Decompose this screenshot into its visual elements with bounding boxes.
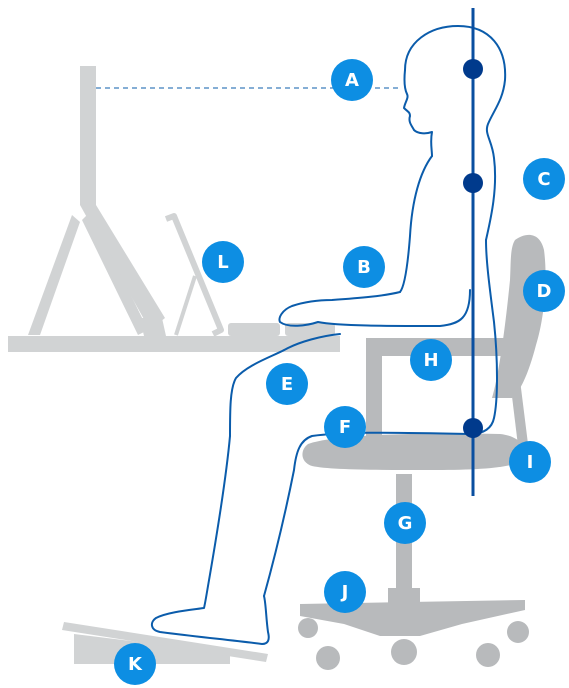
badge-l: L [202, 241, 244, 283]
badge-i: I [509, 441, 551, 483]
badge-f-label: F [339, 417, 351, 438]
badge-b: B [343, 246, 385, 288]
badge-l-label: L [217, 252, 228, 273]
chair-wheel [298, 618, 318, 638]
badge-a: A [331, 59, 373, 101]
laptop-screen [164, 213, 224, 337]
chair-wheel [316, 646, 340, 670]
badge-h: H [410, 339, 452, 381]
joint-hip [463, 418, 483, 438]
badge-f: F [324, 406, 366, 448]
monitor-screen [80, 66, 96, 205]
badge-b-label: B [357, 257, 371, 278]
monitor [28, 66, 166, 336]
footrest-base [74, 634, 230, 664]
badge-h-label: H [423, 350, 438, 371]
person-thigh-top [229, 333, 341, 437]
chair-wheel [391, 639, 417, 665]
chair-back-strut [510, 380, 530, 462]
joint-shoulder [463, 173, 483, 193]
badge-k: K [114, 643, 156, 685]
person-lower-leg [150, 435, 270, 645]
monitor-foot [140, 318, 166, 336]
badge-j: J [324, 571, 366, 613]
badge-k-label: K [128, 654, 143, 675]
badge-g: G [384, 502, 426, 544]
badge-d: D [523, 270, 565, 312]
badge-d-label: D [537, 281, 552, 302]
keyboard [228, 323, 280, 336]
badge-j-label: J [340, 582, 349, 603]
chair-wheel [507, 621, 529, 643]
person-arm [278, 289, 471, 327]
joint-ear [463, 59, 483, 79]
laptop-stand [164, 213, 224, 337]
person-outline [150, 25, 507, 645]
badge-a-label: A [345, 70, 359, 91]
badge-g-label: G [398, 513, 413, 534]
badge-c: C [523, 158, 565, 200]
chair-wheel [476, 643, 500, 667]
chair-backrest [492, 234, 546, 398]
badge-e-label: E [281, 374, 293, 395]
badge-c-label: C [537, 169, 550, 190]
person-head [404, 25, 507, 241]
footrest-top [62, 622, 268, 662]
badge-e: E [266, 363, 308, 405]
person-shin-back [263, 431, 471, 597]
person-back [399, 155, 433, 293]
person-seat-line [469, 239, 498, 435]
footrest [62, 622, 268, 664]
monitor-leg-front [28, 215, 80, 335]
laptop-support [174, 275, 197, 336]
monitor-leg-back [82, 212, 148, 335]
desk-top [8, 336, 340, 352]
badge-i-label: I [527, 452, 534, 473]
person-face [403, 69, 433, 157]
chair-armrest [366, 338, 531, 446]
